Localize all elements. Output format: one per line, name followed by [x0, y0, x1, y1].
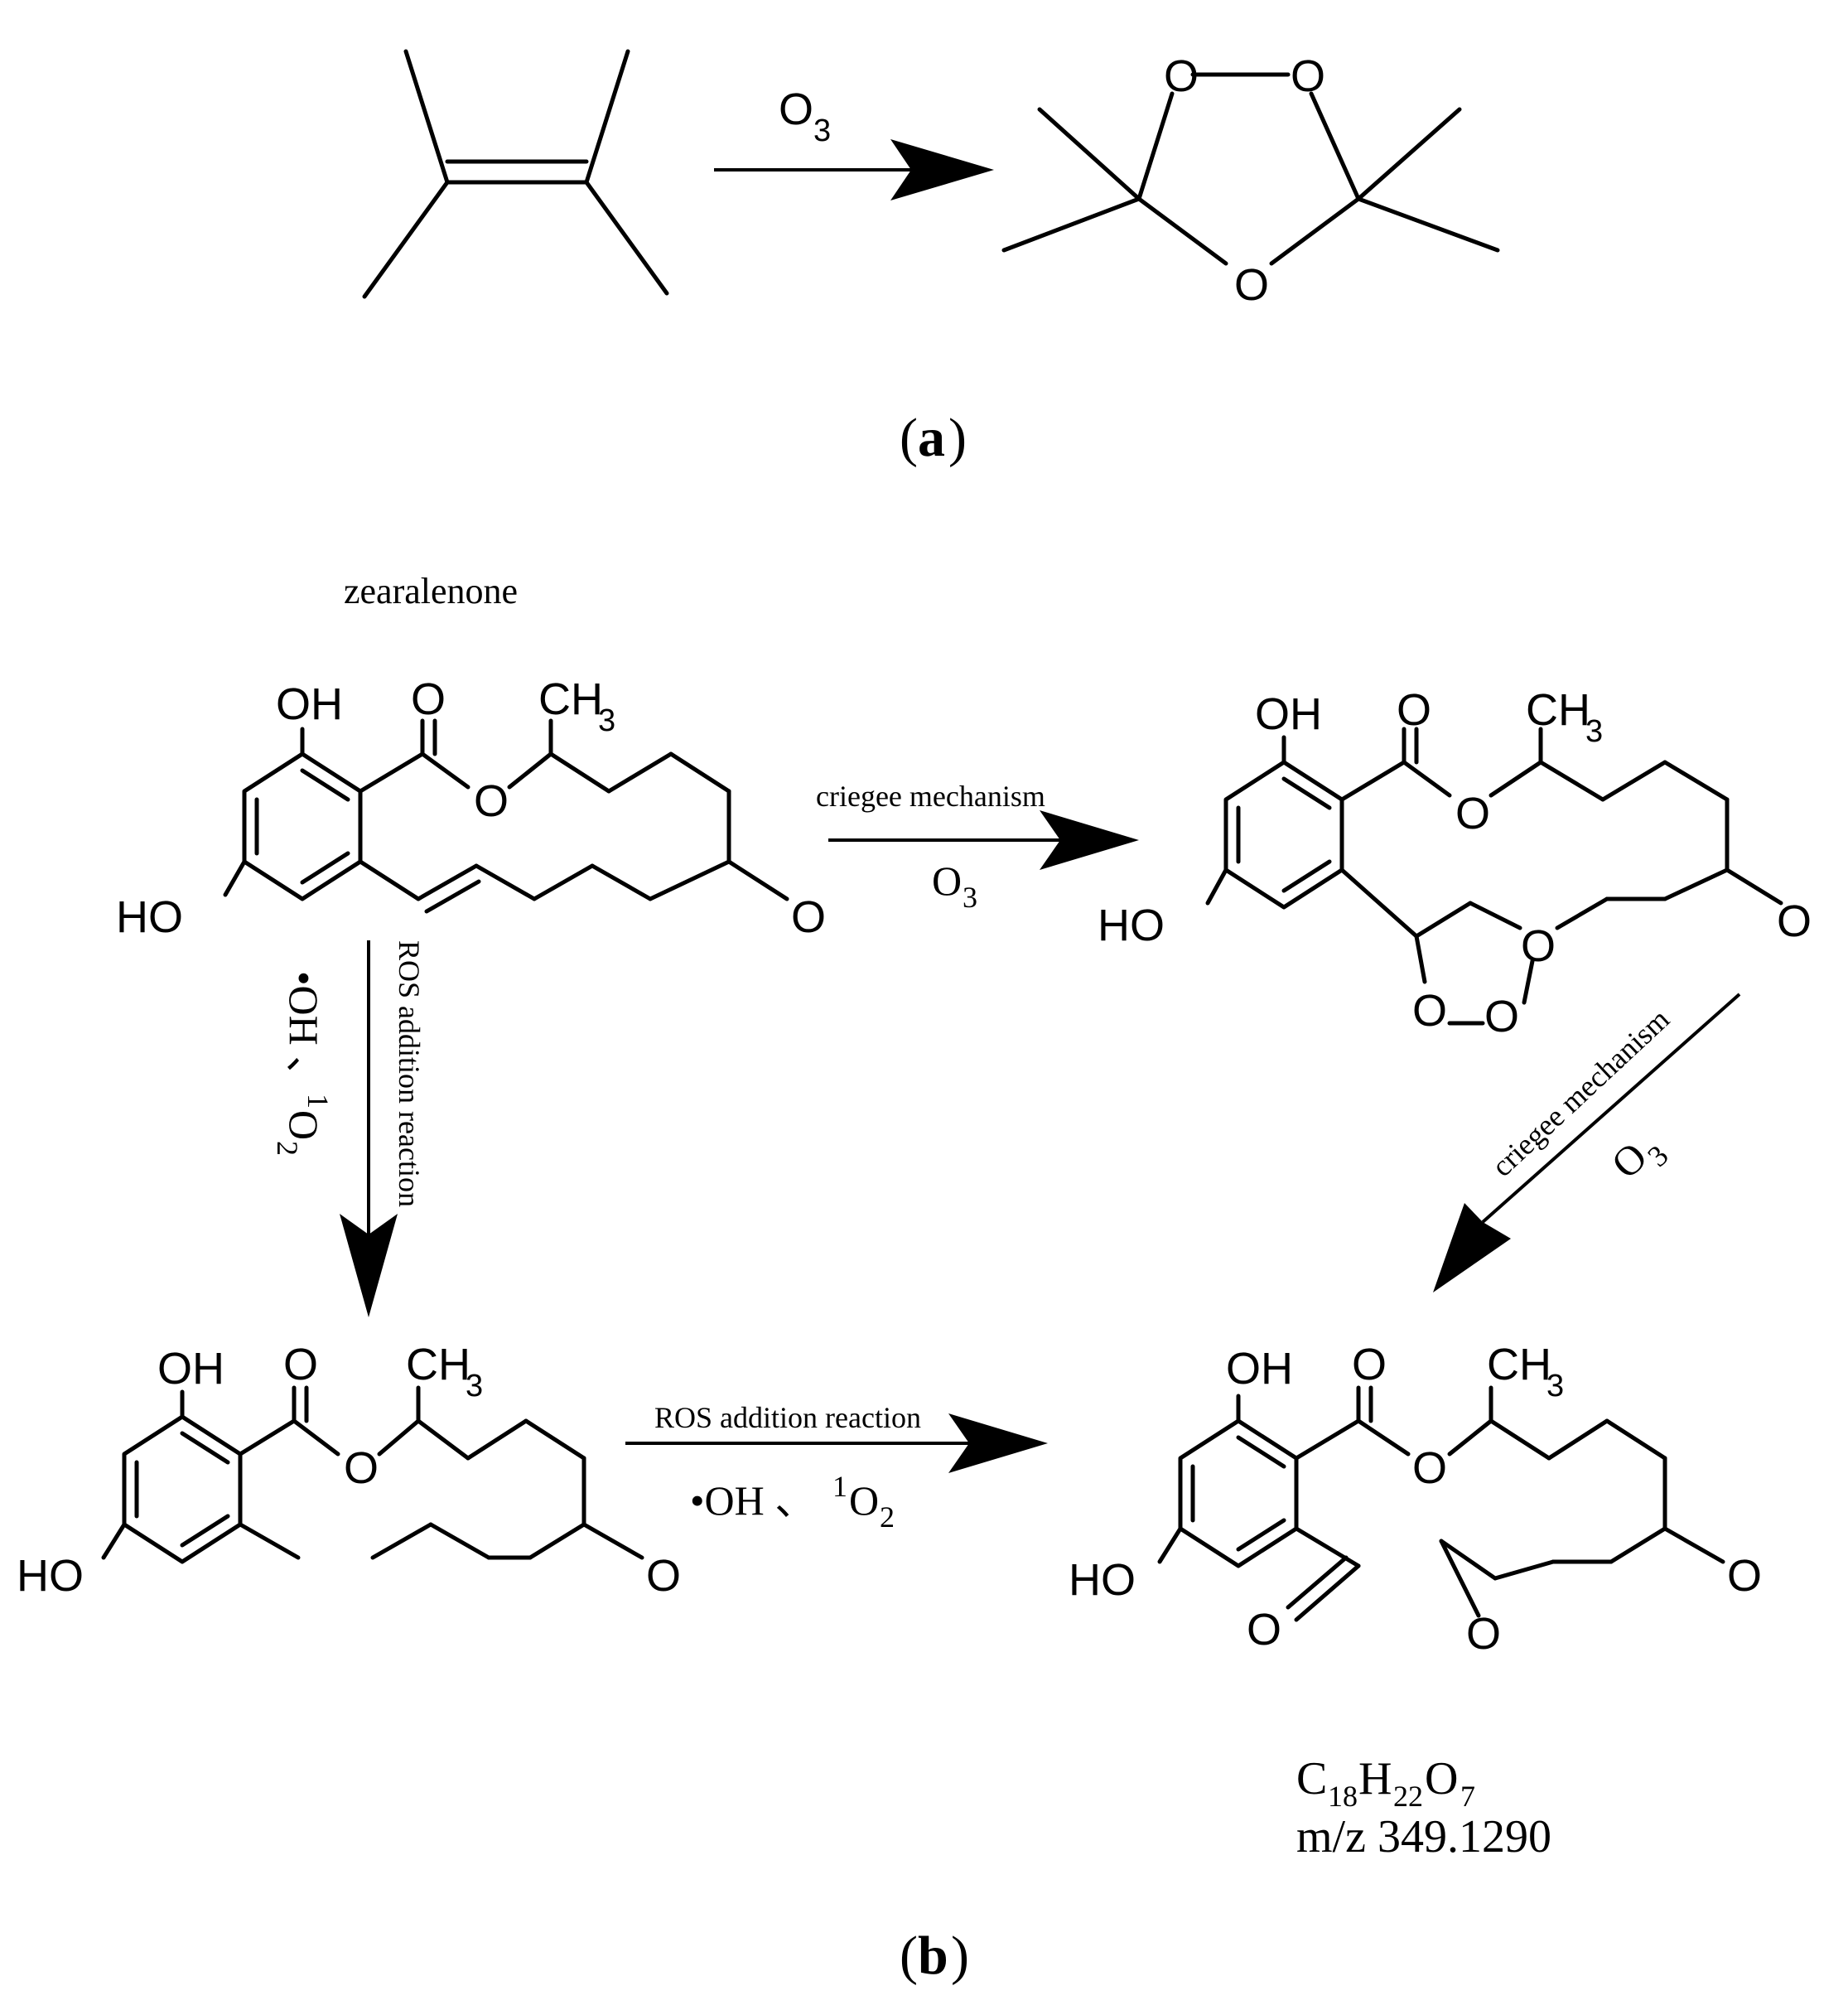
- svg-text:O: O: [849, 1477, 879, 1524]
- svg-text:7: 7: [1460, 1780, 1475, 1813]
- svg-text:(: (: [900, 408, 918, 468]
- arrow-down-reagent: •OH 、: [281, 971, 327, 1097]
- svg-text:HO: HO: [1098, 901, 1165, 950]
- svg-text:2: 2: [880, 1500, 895, 1534]
- svg-text:CH: CH: [538, 674, 603, 724]
- arrow-bottom-ros: ROS addition reaction •OH 、 1 O 2: [625, 1401, 1048, 1534]
- svg-text:2: 2: [271, 1141, 304, 1156]
- svg-text:O: O: [791, 892, 826, 942]
- svg-text:HO: HO: [1069, 1555, 1136, 1605]
- svg-text:O: O: [411, 674, 446, 724]
- svg-text:CH: CH: [1526, 685, 1590, 735]
- start-compound-name: zearalenone: [344, 571, 518, 611]
- panel-a: O 3 O O O ( a ): [362, 49, 1500, 468]
- svg-text:22: 22: [1393, 1780, 1423, 1813]
- alkene-structure: [362, 49, 669, 299]
- arrow-top-reagent: O: [932, 858, 962, 904]
- ozonide-o1: O: [1164, 51, 1199, 101]
- svg-text:(: (: [900, 1925, 918, 1986]
- ros-product-structure: OH HO O O CH 3 O: [17, 1340, 681, 1601]
- panel-b: zearalenone OH: [17, 571, 1812, 1986]
- svg-text:3: 3: [1585, 714, 1603, 749]
- arrow-bottom-label: ROS addition reaction: [654, 1401, 921, 1434]
- ozonide-o3: O: [1234, 260, 1269, 310]
- svg-text:CH: CH: [406, 1340, 470, 1389]
- arrow-down-label: ROS addition reaction: [393, 940, 426, 1207]
- zearalenone-structure: OH HO O O CH 3 O: [116, 674, 826, 942]
- svg-text:O: O: [283, 1340, 318, 1389]
- svg-text:18: 18: [1328, 1780, 1358, 1813]
- svg-text:O: O: [1727, 1551, 1762, 1601]
- svg-text:O: O: [1412, 986, 1447, 1036]
- ozonide-structure: O O O: [1001, 51, 1500, 310]
- svg-text:1: 1: [832, 1470, 847, 1503]
- panel-b-label: ( b ): [900, 1925, 969, 1986]
- arrow-bottom-reagent: •OH 、: [690, 1477, 816, 1524]
- svg-text:HO: HO: [17, 1551, 84, 1601]
- svg-text:O: O: [1425, 1753, 1458, 1804]
- arrow-a-reagent-sub: 3: [813, 114, 831, 148]
- panel-b-letter: b: [918, 1925, 948, 1986]
- arrow-top-label: criegee mechanism: [816, 780, 1045, 813]
- arrow-a: O 3: [714, 85, 994, 200]
- svg-text:OH: OH: [1255, 689, 1322, 739]
- svg-text:O: O: [474, 776, 509, 826]
- svg-text:3: 3: [1546, 1369, 1564, 1404]
- svg-text:O: O: [1247, 1605, 1281, 1655]
- arrow-top-criegee: criegee mechanism O 3: [816, 780, 1139, 914]
- svg-text:O: O: [1484, 992, 1519, 1041]
- svg-text:HO: HO: [116, 892, 183, 942]
- svg-text:O: O: [1397, 685, 1431, 735]
- svg-text:1: 1: [302, 1094, 335, 1109]
- svg-text:): ): [951, 1925, 969, 1986]
- svg-text:OH: OH: [276, 679, 343, 729]
- svg-text:H: H: [1358, 1753, 1392, 1804]
- arrow-diag-reagent: O: [1602, 1133, 1656, 1187]
- svg-text:O: O: [1466, 1609, 1501, 1659]
- ozonide-o2: O: [1291, 51, 1325, 101]
- svg-text:O: O: [344, 1443, 379, 1493]
- svg-text:O: O: [646, 1551, 681, 1601]
- svg-text:O: O: [1352, 1340, 1387, 1389]
- product-mz: m/z 349.1290: [1296, 1811, 1551, 1862]
- svg-text:O: O: [281, 1110, 327, 1140]
- arrow-a-reagent: O: [779, 85, 813, 134]
- svg-text:C: C: [1296, 1753, 1327, 1804]
- arrow-down-ros: ROS addition reaction •OH 、 1 O 2: [271, 940, 426, 1317]
- svg-text:3: 3: [963, 881, 977, 914]
- final-product-structure: OH HO O O CH 3 O O O: [1069, 1340, 1762, 1659]
- svg-text:3: 3: [466, 1369, 483, 1404]
- svg-text:O: O: [1777, 896, 1812, 946]
- svg-text:OH: OH: [1226, 1344, 1293, 1394]
- panel-a-letter: a: [918, 408, 945, 468]
- svg-text:O: O: [1521, 921, 1556, 971]
- svg-text:O: O: [1412, 1443, 1447, 1493]
- svg-text:O: O: [1455, 789, 1490, 838]
- arrow-diagonal-criegee: criegee mechanism O 3: [1433, 993, 1741, 1292]
- product-formula: C 18 H 22 O 7: [1296, 1753, 1475, 1813]
- panel-a-label: ( a ): [900, 408, 967, 468]
- svg-text:OH: OH: [157, 1344, 224, 1394]
- svg-text:3: 3: [598, 703, 615, 738]
- svg-text:): ): [948, 408, 967, 468]
- ozonide-intermediate-structure: OH HO O O CH 3 O O O O: [1098, 685, 1812, 1041]
- svg-text:CH: CH: [1487, 1340, 1551, 1389]
